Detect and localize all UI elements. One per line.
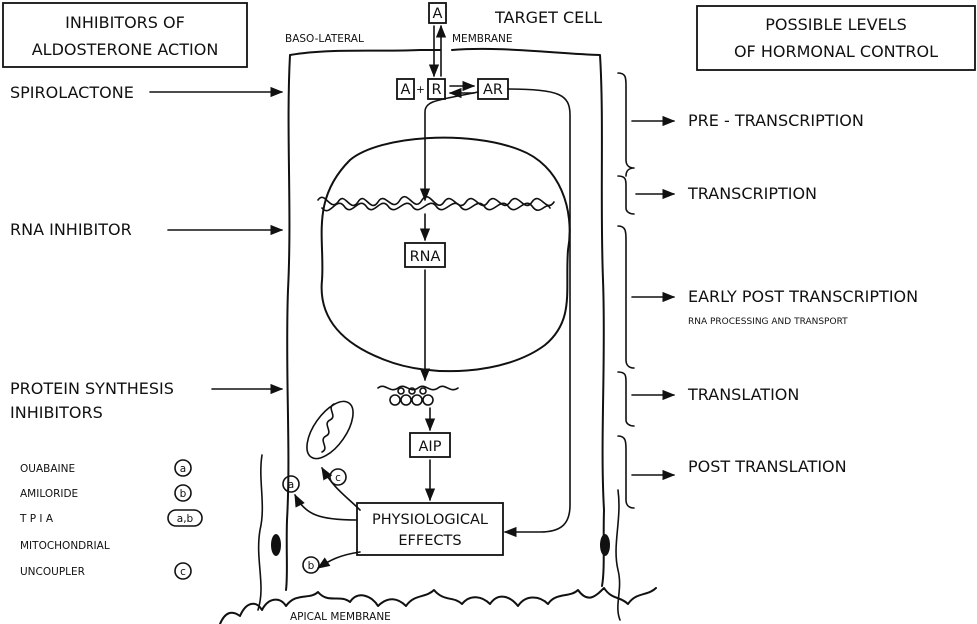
legend-site-uncoupler: c xyxy=(180,566,186,578)
svg-text:b: b xyxy=(308,560,315,572)
baso-lateral-label: BASO-LATERAL xyxy=(285,33,364,45)
svg-text:RNA: RNA xyxy=(410,249,441,265)
ar-complex-box: AR xyxy=(478,79,508,99)
drug-legend: OUABAINE a AMILORIDE b T P I A a,b MITOC… xyxy=(19,460,202,579)
inhibitors-title-line1: INHIBITORS OF xyxy=(65,13,185,32)
dna-strand xyxy=(318,197,554,206)
site-c-mark: c xyxy=(330,469,346,485)
effects-line1: PHYSIOLOGICAL xyxy=(372,512,488,528)
bracket-transcription xyxy=(618,176,634,214)
drug-amiloride: AMILORIDE xyxy=(20,488,78,500)
level-brackets xyxy=(618,73,634,508)
apical-membrane-wave xyxy=(220,588,656,624)
level-pre-transcription: PRE - TRANSCRIPTION xyxy=(688,111,864,130)
level-post-translation: POST TRANSLATION xyxy=(688,457,847,476)
legend-site-ouabaine: a xyxy=(180,463,186,475)
ribosome-icon xyxy=(390,388,433,405)
protein-synthesis-label-line1: PROTEIN SYNTHESIS xyxy=(10,379,174,398)
rna-box: RNA xyxy=(405,243,445,267)
levels-title-line1: POSSIBLE LEVELS xyxy=(765,15,907,34)
rna-inhibitor-label: RNA INHIBITOR xyxy=(10,220,132,239)
tight-junction-right xyxy=(600,534,610,556)
protein-synthesis-label-line2: INHIBITORS xyxy=(10,403,103,422)
aip-box: AIP xyxy=(410,433,450,457)
svg-text:AR: AR xyxy=(483,82,503,98)
neighbor-cell-left xyxy=(258,455,262,610)
aldosterone-box: A xyxy=(397,79,414,99)
arrow-ar-to-dna xyxy=(425,92,478,200)
inhibitors-title-line2: ALDOSTERONE ACTION xyxy=(32,40,219,59)
level-early-post-transcription-sub: RNA PROCESSING AND TRANSPORT xyxy=(688,317,848,327)
tight-junction-left xyxy=(271,534,281,556)
level-transcription: TRANSCRIPTION xyxy=(687,184,817,203)
target-cell-label: TARGET CELL xyxy=(494,8,602,27)
membrane-label: MEMBRANE xyxy=(452,33,513,45)
site-b-mark: b xyxy=(303,557,319,573)
level-early-post-transcription: EARLY POST TRANSCRIPTION xyxy=(688,287,918,306)
neighbor-cell-right xyxy=(616,490,620,620)
bracket-pre-transcription xyxy=(618,73,634,176)
physiological-effects-box: PHYSIOLOGICAL EFFECTS xyxy=(357,503,503,555)
svg-text:A: A xyxy=(433,6,443,22)
legend-site-tpia: a,b xyxy=(177,513,194,525)
bracket-translation xyxy=(618,372,634,426)
drug-tpia: T P I A xyxy=(19,513,54,525)
drug-mitochondrial: MITOCHONDRIAL xyxy=(20,540,110,552)
mrna-strand xyxy=(378,386,458,389)
plus-sign: + xyxy=(416,84,425,96)
arrow-ar-to-effects xyxy=(505,89,570,532)
svg-text:AIP: AIP xyxy=(419,439,442,455)
inhibitors-title-box: INHIBITORS OF ALDOSTERONE ACTION xyxy=(3,3,247,67)
svg-text:c: c xyxy=(335,472,341,484)
effects-line2: EFFECTS xyxy=(398,533,461,549)
drug-uncoupler: UNCOUPLER xyxy=(20,566,85,578)
svg-text:a: a xyxy=(288,479,294,491)
aldosterone-box-top: A xyxy=(429,3,446,23)
receptor-box: R xyxy=(428,79,445,99)
level-translation: TRANSLATION xyxy=(687,385,799,404)
spirolactone-label: SPIROLACTONE xyxy=(10,83,134,102)
arrow-effects-to-site-b xyxy=(318,552,360,568)
apical-membrane-label: APICAL MEMBRANE xyxy=(290,611,391,623)
svg-text:A: A xyxy=(401,82,411,98)
arrow-effects-to-mitochondrion xyxy=(322,468,360,510)
svg-text:R: R xyxy=(431,82,441,98)
legend-site-amiloride: b xyxy=(180,488,187,500)
site-a-mark: a xyxy=(283,476,299,492)
bracket-post-translation xyxy=(618,436,634,508)
levels-title-box: POSSIBLE LEVELS OF HORMONAL CONTROL xyxy=(697,6,975,70)
drug-ouabaine: OUABAINE xyxy=(20,463,75,475)
mitochondrion-icon xyxy=(298,394,362,466)
levels-title-line2: OF HORMONAL CONTROL xyxy=(734,42,938,61)
